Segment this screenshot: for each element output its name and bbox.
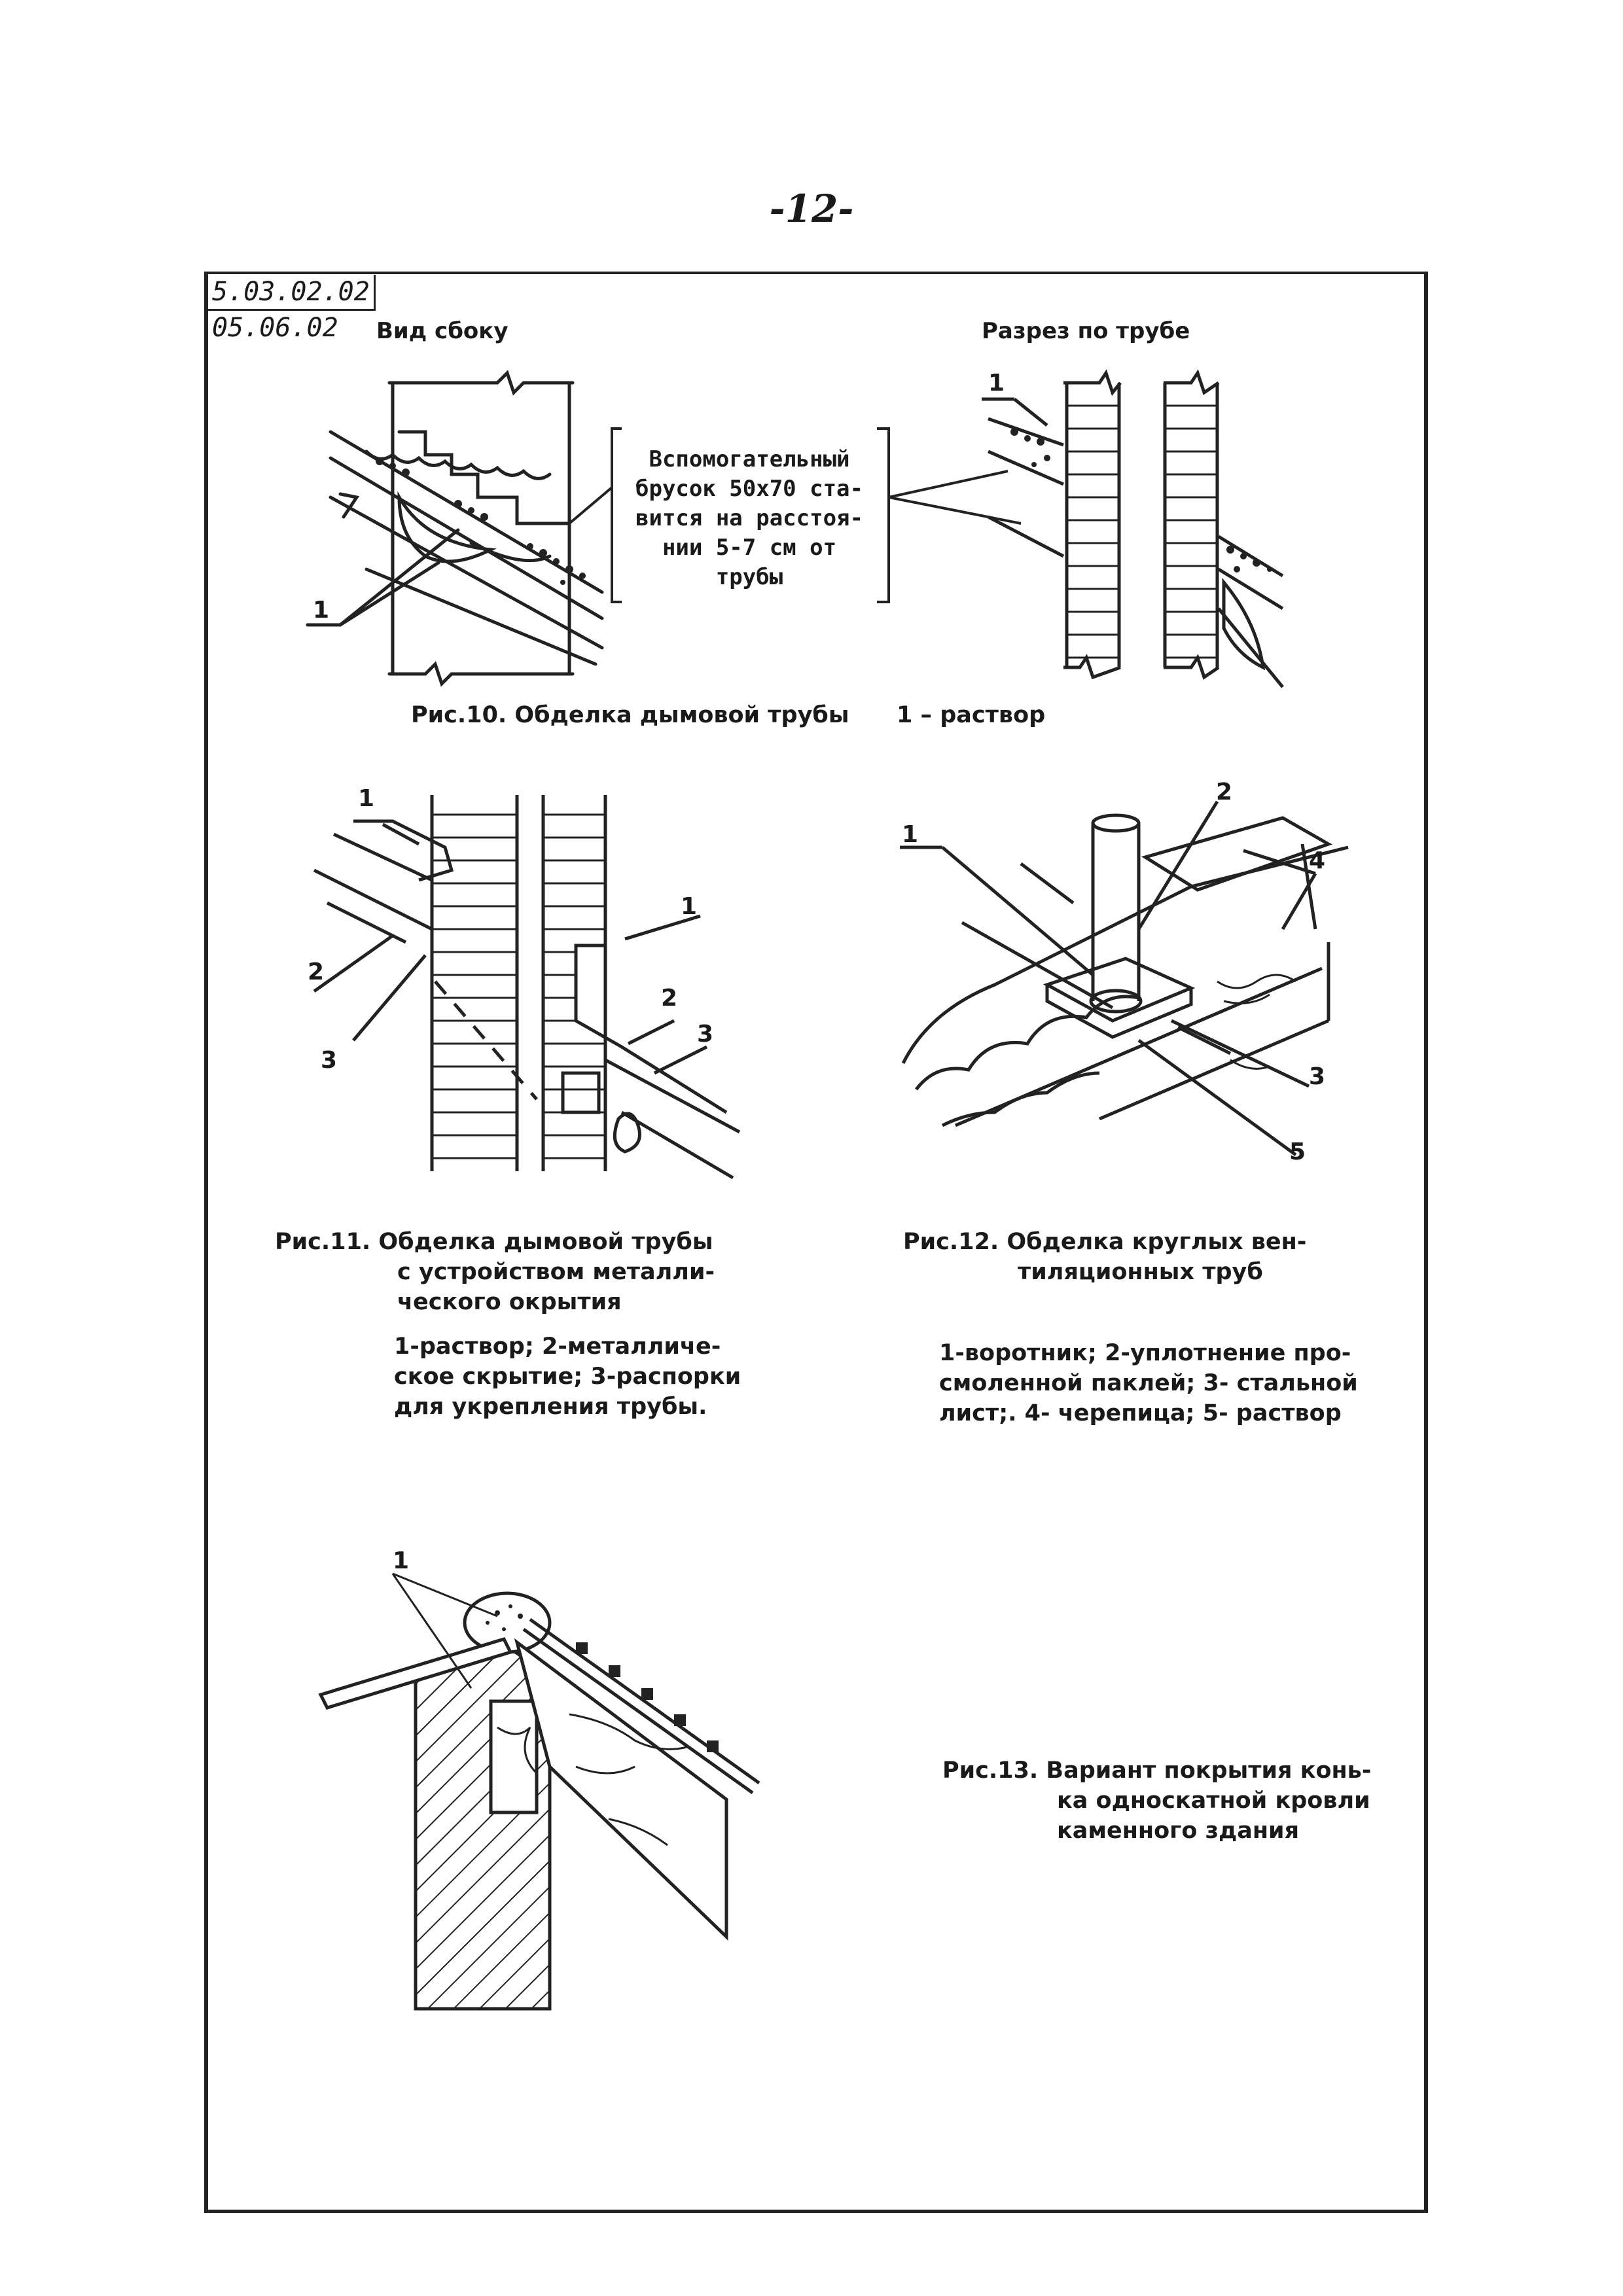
fig10-note-line: Вспомогательный	[649, 446, 850, 472]
fig10-legend: 1 – раствор	[897, 702, 1046, 728]
fig11-callout-1-left: 1	[358, 785, 375, 812]
fig10-side-view-title: Вид сбоку	[376, 318, 508, 344]
fig13-callout-1: 1	[393, 1547, 410, 1574]
fig12-callout-1: 1	[902, 821, 919, 848]
fig13-caption: Рис.13. Вариант покрытия конь- ка односк…	[942, 1756, 1371, 1846]
fig12-caption: Рис.12. Обделка круглых вен- тиляционных…	[903, 1227, 1306, 1287]
fig12-legend-line: 1-воротник; 2-уплотнение про-	[939, 1340, 1351, 1366]
fig10-note-line: нии 5-7 см от	[662, 535, 837, 561]
fig12-legend-line: смоленной паклей; 3- стальной	[939, 1370, 1358, 1396]
fig12-legend: 1-воротник; 2-уплотнение про- смоленной …	[939, 1338, 1358, 1428]
fig10-note-line: вится на расстоя-	[635, 505, 863, 531]
fig11-callout-2-right: 2	[661, 985, 678, 1012]
document-code-2: 05.06.02	[212, 313, 338, 343]
fig11-caption-line: Рис.11. Обделка дымовой трубы	[275, 1229, 713, 1255]
fig11-callout-1-right: 1	[681, 893, 698, 920]
fig10-callout-left: 1	[313, 597, 330, 624]
fig11-legend-line: для укрепления трубы.	[394, 1394, 707, 1420]
fig12-callout-3: 3	[1309, 1063, 1326, 1090]
fig11-caption-line: ческого окрытия	[397, 1289, 622, 1315]
fig11-callout-2-left: 2	[308, 959, 325, 985]
fig13-caption-line: ка односкатной кровли	[1057, 1788, 1370, 1814]
fig12-callout-5: 5	[1289, 1139, 1306, 1165]
fig10-caption: Рис.10. Обделка дымовой трубы	[411, 702, 849, 728]
page-number: -12-	[769, 186, 854, 231]
fig11-caption: Рис.11. Обделка дымовой трубы с устройст…	[275, 1227, 715, 1317]
fig11-caption-line: с устройством металли-	[397, 1259, 715, 1285]
fig12-legend-line: лист;. 4- черепица; 5- раствор	[939, 1400, 1342, 1426]
drawing-frame	[204, 272, 1428, 2213]
fig10-note-line: трубы	[715, 564, 783, 590]
fig11-legend-line: ское скрытие; 3-распорки	[394, 1364, 741, 1390]
fig10-callout-right: 1	[988, 370, 1005, 397]
document-code-stamp: 5.03.02.02 05.06.02	[208, 275, 376, 345]
fig12-caption-line: тиляционных труб	[1018, 1259, 1263, 1285]
fig10-note: Вспомогательный брусок 50х70 ста- вится …	[622, 445, 877, 592]
fig12-caption-line: Рис.12. Обделка круглых вен-	[903, 1229, 1307, 1255]
fig13-caption-line: Рис.13. Вариант покрытия конь-	[942, 1757, 1372, 1784]
fig11-legend-line: 1-раствор; 2-металличе-	[394, 1333, 721, 1360]
fig11-legend: 1-раствор; 2-металличе- ское скрытие; 3-…	[394, 1332, 741, 1422]
fig12-callout-2: 2	[1216, 779, 1233, 805]
fig12-callout-4: 4	[1309, 847, 1326, 874]
fig10-section-title: Разрез по трубе	[982, 318, 1190, 344]
fig11-callout-3-left: 3	[321, 1047, 338, 1074]
fig10-note-line: брусок 50х70 ста-	[635, 476, 863, 502]
fig13-caption-line: каменного здания	[1057, 1818, 1300, 1844]
document-code-1: 5.03.02.02	[208, 275, 376, 311]
fig11-callout-3-right: 3	[697, 1021, 714, 1048]
